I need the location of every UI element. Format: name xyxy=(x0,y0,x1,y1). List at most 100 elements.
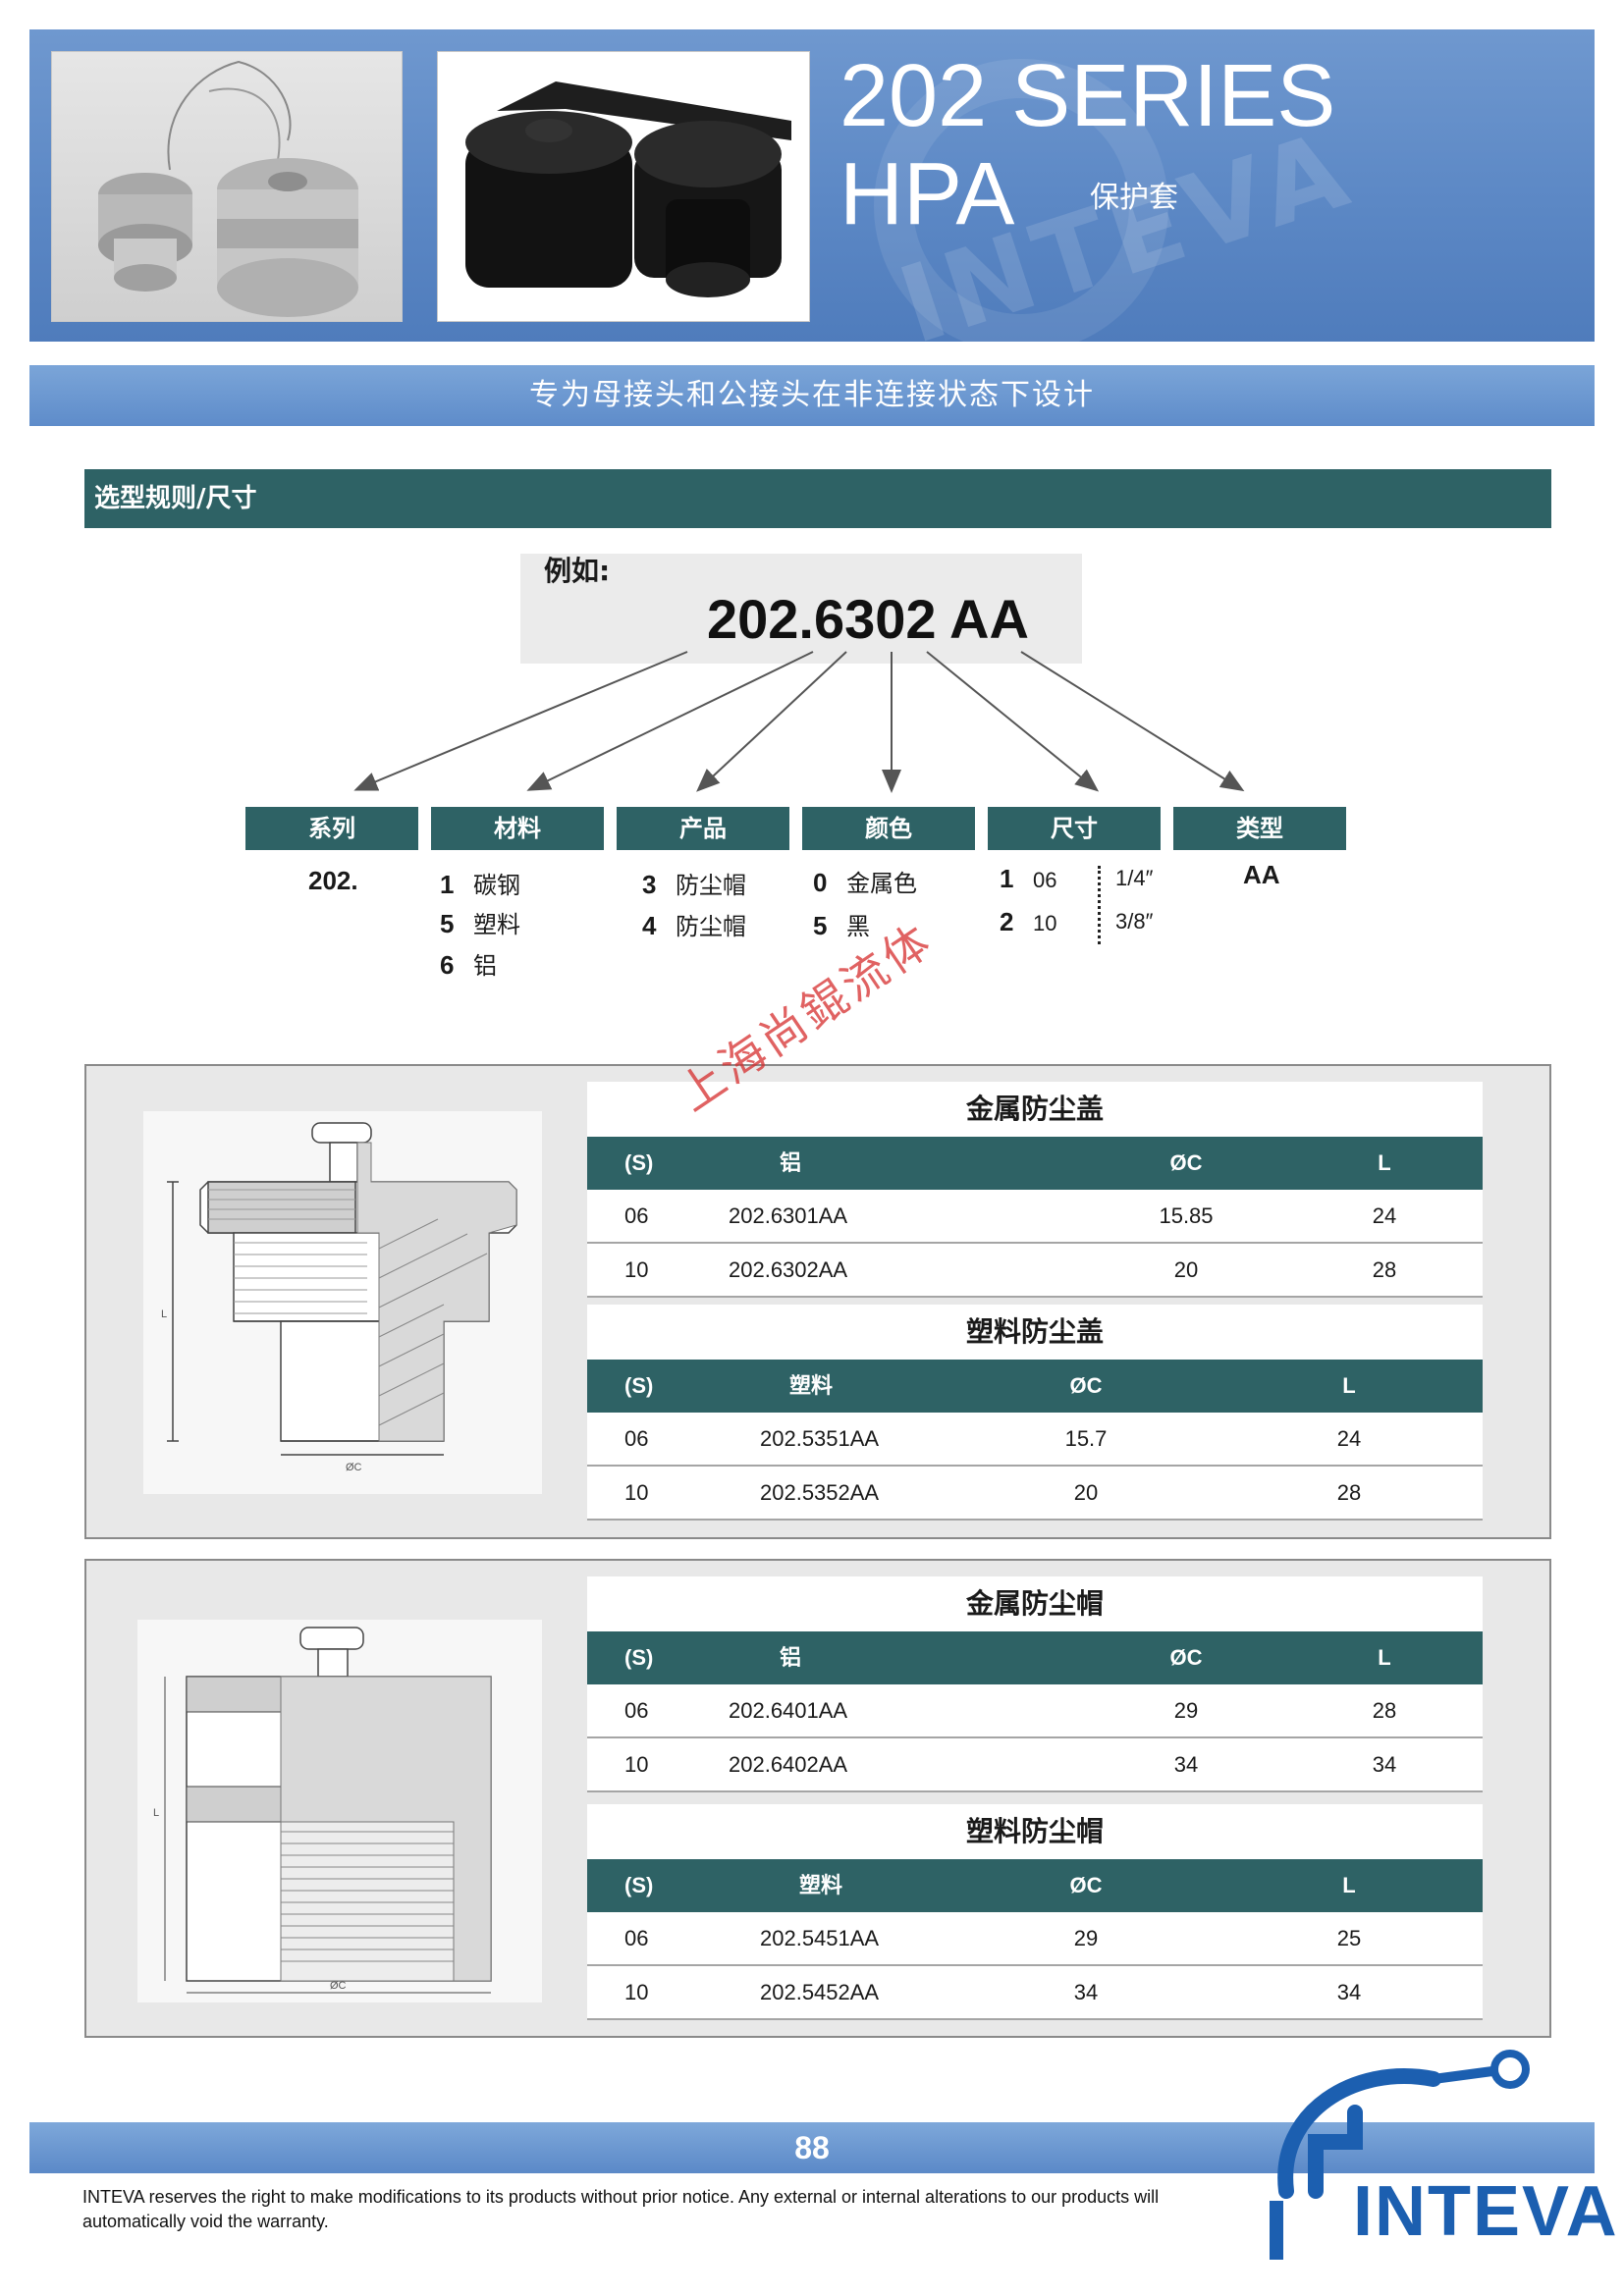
header-s: (S) xyxy=(624,1645,654,1670)
header-diameter: ØC xyxy=(1169,1645,1203,1670)
cell-length: 24 xyxy=(1372,1203,1397,1228)
cell-diameter: 20 xyxy=(1173,1257,1199,1282)
cell-diameter: 15.7 xyxy=(1064,1426,1108,1451)
header-diameter: ØC xyxy=(1069,1873,1103,1897)
product-photo-plastic xyxy=(437,51,810,322)
header-length: L xyxy=(1378,1645,1391,1670)
drawing-dust-cover: ØC L xyxy=(143,1111,542,1494)
tagline-banner: 专为母接头和公接头在非连接状态下设计 xyxy=(29,365,1595,426)
header-length: L xyxy=(1378,1150,1391,1175)
header-length: L xyxy=(1342,1373,1356,1398)
option-series: 202. xyxy=(308,866,358,895)
header-banner: INTEVA 202 SERIES HPA xyxy=(29,29,1595,368)
table-header-row: (S) 塑料 ØC L xyxy=(587,1360,1483,1413)
product-photo-metal xyxy=(51,51,403,322)
table-title: 金属防尘帽 xyxy=(587,1576,1483,1631)
cell-size: 10 xyxy=(624,1980,649,2004)
table-header-row: (S) 铝 ØC L xyxy=(587,1631,1483,1684)
panel-dust-covers: ØC L 金属防尘盖 (S) 铝 ØC L 06 202.6301AA 15.8… xyxy=(84,1064,1551,1539)
table-plastic-dust-cover: 塑料防尘盖 (S) 塑料 ØC L 06 202.5351AA 15.7 24 … xyxy=(587,1305,1483,1521)
label-dim-c: ØC xyxy=(346,1462,362,1473)
footer-disclaimer: INTEVA reserves the right to make modifi… xyxy=(82,2187,1160,2231)
header-diameter: ØC xyxy=(1069,1373,1103,1398)
cell-diameter: 15.85 xyxy=(1159,1203,1214,1228)
series-title: 202 SERIES xyxy=(839,47,1336,145)
cell-length: 34 xyxy=(1336,1980,1362,2004)
panel-dust-caps: ØC L 金属防尘帽 (S) 铝 ØC L 06 202.6401AA 29 2… xyxy=(84,1559,1551,2038)
header-material: 塑料 xyxy=(789,1373,834,1398)
cell-length: 24 xyxy=(1336,1426,1362,1451)
table-header-row: (S) 塑料 ØC L xyxy=(587,1859,1483,1912)
header-diameter: ØC xyxy=(1169,1150,1203,1175)
label-dim-c: ØC xyxy=(330,1980,347,1992)
table-row: 10 202.5352AA 20 28 xyxy=(587,1467,1483,1521)
table-plastic-dust-cap: 塑料防尘帽 (S) 塑料 ØC L 06 202.5451AA 29 25 10… xyxy=(587,1804,1483,2020)
page-number: 88 xyxy=(794,2130,830,2165)
cell-size: 06 xyxy=(624,1698,649,1723)
cell-part-number: 202.5352AA xyxy=(760,1480,880,1505)
drawing-dust-cap: ØC L xyxy=(137,1620,542,2002)
cell-length: 25 xyxy=(1336,1926,1362,1950)
table-row: 06 202.5351AA 15.7 24 xyxy=(587,1413,1483,1467)
example-code: 202.6302 AA xyxy=(707,588,1029,650)
series-chinese-name: 保护套 xyxy=(1090,181,1178,215)
table-row: 10 202.5452AA 34 34 xyxy=(587,1966,1483,2020)
option-size-inch-2: 3/8″ xyxy=(1115,909,1154,934)
section-title: 选型规则/尺寸 xyxy=(84,469,1551,528)
cell-size: 10 xyxy=(624,1480,649,1505)
table-row: 06 202.5451AA 29 25 xyxy=(587,1912,1483,1966)
cell-size: 10 xyxy=(624,1752,649,1777)
header-s: (S) xyxy=(624,1373,654,1398)
option-size-inch-1: 1/4″ xyxy=(1115,866,1154,890)
category-type: 类型 xyxy=(1173,807,1346,850)
header-s: (S) xyxy=(624,1873,654,1897)
cell-part-number: 202.5452AA xyxy=(760,1980,880,2004)
cell-size: 06 xyxy=(624,1926,649,1950)
table-title: 金属防尘盖 xyxy=(587,1082,1483,1137)
cell-size: 06 xyxy=(624,1426,649,1451)
example-label: 例如: xyxy=(544,555,611,587)
cell-length: 28 xyxy=(1372,1698,1397,1723)
cell-diameter: 34 xyxy=(1173,1752,1199,1777)
category-color: 颜色 xyxy=(802,807,975,850)
cell-part-number: 202.6302AA xyxy=(729,1257,848,1282)
cell-part-number: 202.6402AA xyxy=(729,1752,848,1777)
table-metal-dust-cap: 金属防尘帽 (S) 铝 ØC L 06 202.6401AA 29 28 10 … xyxy=(587,1576,1483,1792)
cell-diameter: 29 xyxy=(1073,1926,1099,1950)
cell-part-number: 202.6401AA xyxy=(729,1698,848,1723)
table-row: 06 202.6301AA 15.85 24 xyxy=(587,1190,1483,1244)
category-product: 产品 xyxy=(617,807,789,850)
header-length: L xyxy=(1342,1873,1356,1897)
table-row: 10 202.6302AA 20 28 xyxy=(587,1244,1483,1298)
table-header-row: (S) 铝 ØC L xyxy=(587,1137,1483,1190)
cell-length: 28 xyxy=(1372,1257,1397,1282)
cell-part-number: 202.5451AA xyxy=(760,1926,880,1950)
table-row: 06 202.6401AA 29 28 xyxy=(587,1684,1483,1738)
category-size: 尺寸 xyxy=(988,807,1161,850)
cell-diameter: 20 xyxy=(1073,1480,1099,1505)
cell-size: 06 xyxy=(624,1203,649,1228)
series-subtitle: HPA xyxy=(839,145,1015,243)
cell-length: 34 xyxy=(1372,1752,1397,1777)
size-divider xyxy=(1098,866,1101,944)
option-type: AA xyxy=(1243,860,1280,889)
label-dim-l: L xyxy=(161,1308,167,1320)
label-dim-l: L xyxy=(153,1807,159,1819)
table-title: 塑料防尘盖 xyxy=(587,1305,1483,1360)
cell-diameter: 29 xyxy=(1173,1698,1199,1723)
header-material: 铝 xyxy=(780,1150,802,1175)
cell-length: 28 xyxy=(1336,1480,1362,1505)
category-series: 系列 xyxy=(245,807,418,850)
table-row: 10 202.6402AA 34 34 xyxy=(587,1738,1483,1792)
cell-part-number: 202.6301AA xyxy=(729,1203,848,1228)
table-metal-dust-cover: 金属防尘盖 (S) 铝 ØC L 06 202.6301AA 15.85 24 … xyxy=(587,1082,1483,1298)
table-title: 塑料防尘帽 xyxy=(587,1804,1483,1859)
